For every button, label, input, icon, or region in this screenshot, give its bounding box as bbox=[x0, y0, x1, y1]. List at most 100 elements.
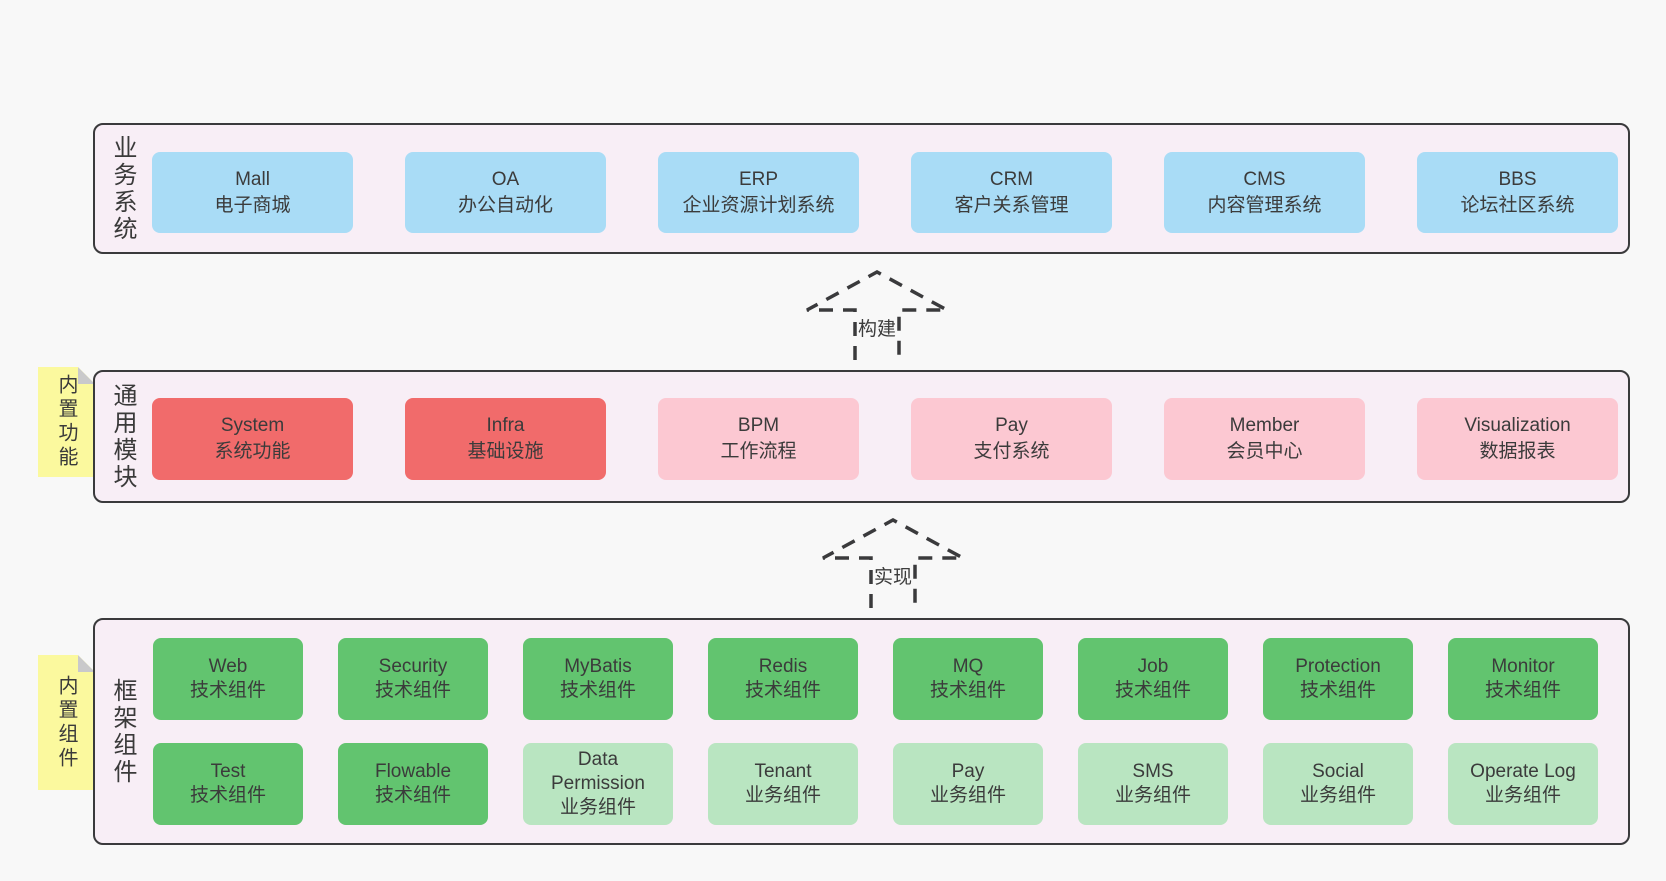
box-operate-log: Operate Log 业务组件 bbox=[1448, 743, 1598, 825]
box-title: CRM bbox=[989, 168, 1034, 190]
box-mq: MQ 技术组件 bbox=[893, 638, 1043, 720]
box-subtitle: 业务组件 bbox=[559, 797, 636, 818]
box-title: Protection bbox=[1295, 656, 1381, 677]
box-subtitle: 技术组件 bbox=[1299, 680, 1376, 701]
box-subtitle: 论坛社区系统 bbox=[1460, 194, 1575, 216]
box-subtitle: 技术组件 bbox=[374, 680, 451, 701]
box-subtitle: 电子商城 bbox=[214, 194, 291, 216]
section-common-modules: 通用模块 System 系统功能 Infra 基础设施 BPM 工作流程 Pay 支付系统 Me… bbox=[93, 370, 1630, 503]
box-title: Monitor bbox=[1491, 656, 1555, 677]
box-subtitle: 业务组件 bbox=[744, 785, 821, 806]
box-subtitle: 技术组件 bbox=[1114, 680, 1191, 701]
arrow-implement: 实现 bbox=[818, 512, 968, 612]
box-title: BBS bbox=[1498, 168, 1537, 190]
box-subtitle: 业务组件 bbox=[1299, 785, 1376, 806]
box-job: Job 技术组件 bbox=[1078, 638, 1228, 720]
box-redis: Redis 技术组件 bbox=[708, 638, 858, 720]
arrow-build: 构建 bbox=[802, 264, 952, 364]
box-subtitle: 系统功能 bbox=[214, 441, 291, 462]
box-subtitle: 企业资源计划系统 bbox=[682, 194, 835, 216]
box-title: System bbox=[220, 415, 285, 436]
box-title: Flowable bbox=[374, 761, 452, 782]
box-cms: CMS 内容管理系统 bbox=[1164, 152, 1365, 233]
box-member: Member 会员中心 bbox=[1164, 398, 1365, 480]
sticky-note-built-in-components: 内置组件 bbox=[38, 655, 95, 790]
box-monitor: Monitor 技术组件 bbox=[1448, 638, 1598, 720]
box-bbs: BBS 论坛社区系统 bbox=[1417, 152, 1618, 233]
box-title: Data Permission bbox=[551, 749, 645, 794]
sticky-note-label: 内置功能 bbox=[55, 374, 77, 470]
box-title: MyBatis bbox=[564, 656, 632, 677]
box-title: Social bbox=[1312, 761, 1364, 782]
box-security: Security 技术组件 bbox=[338, 638, 488, 720]
box-subtitle: 技术组件 bbox=[374, 785, 451, 806]
component-row: System 系统功能 Infra 基础设施 BPM 工作流程 Pay 支付系统 Member 会… bbox=[152, 398, 1618, 480]
box-oa: OA 办公自动化 bbox=[405, 152, 606, 233]
box-subtitle: 技术组件 bbox=[559, 680, 636, 701]
box-flowable: Flowable 技术组件 bbox=[338, 743, 488, 825]
box-sms: SMS 业务组件 bbox=[1078, 743, 1228, 825]
arrow-build-label: 构建 bbox=[857, 319, 896, 340]
box-title: CMS bbox=[1243, 168, 1286, 190]
box-subtitle: 技术组件 bbox=[189, 785, 266, 806]
box-visualization: Visualization 数据报表 bbox=[1417, 398, 1618, 480]
box-pay: Pay 支付系统 bbox=[911, 398, 1112, 480]
box-subtitle: 技术组件 bbox=[189, 680, 266, 701]
box-subtitle: 基础设施 bbox=[467, 441, 544, 462]
box-protection: Protection 技术组件 bbox=[1263, 638, 1413, 720]
arrow-implement-label: 实现 bbox=[873, 567, 912, 588]
box-title: SMS bbox=[1132, 761, 1174, 782]
box-bpm: BPM 工作流程 bbox=[658, 398, 859, 480]
box-subtitle: 内容管理系统 bbox=[1207, 194, 1322, 216]
box-title: Pay bbox=[995, 415, 1028, 436]
box-subtitle: 支付系统 bbox=[973, 441, 1050, 462]
box-title: Infra bbox=[486, 415, 525, 436]
box-title: MQ bbox=[952, 656, 984, 677]
box-mybatis: MyBatis 技术组件 bbox=[523, 638, 673, 720]
sticky-note-built-in-features: 内置功能 bbox=[38, 367, 95, 477]
box-title: Pay bbox=[951, 761, 985, 782]
box-subtitle: 客户关系管理 bbox=[954, 194, 1069, 216]
box-subtitle: 业务组件 bbox=[1114, 785, 1191, 806]
box-title: Security bbox=[378, 656, 448, 677]
box-erp: ERP 企业资源计划系统 bbox=[658, 152, 859, 233]
section-label-common-modules: 通用模块 bbox=[109, 382, 136, 491]
section-label-business-systems: 业务系统 bbox=[109, 134, 136, 243]
box-data-permission: Data Permission 业务组件 bbox=[523, 743, 673, 825]
box-subtitle: 数据报表 bbox=[1479, 441, 1556, 462]
box-title: ERP bbox=[738, 168, 779, 190]
box-title: Redis bbox=[758, 656, 808, 677]
box-title: Tenant bbox=[754, 761, 812, 782]
up-arrow-icon bbox=[806, 270, 948, 360]
box-system: System 系统功能 bbox=[152, 398, 353, 480]
box-infra: Infra 基础设施 bbox=[405, 398, 606, 480]
box-subtitle: 技术组件 bbox=[1484, 680, 1561, 701]
box-title: BPM bbox=[737, 415, 780, 436]
box-title: Visualization bbox=[1464, 415, 1571, 436]
box-title: OA bbox=[491, 168, 520, 190]
box-title: Test bbox=[210, 761, 246, 782]
box-title: Job bbox=[1137, 656, 1169, 677]
box-crm: CRM 客户关系管理 bbox=[911, 152, 1112, 233]
box-subtitle: 会员中心 bbox=[1226, 441, 1303, 462]
box-title: Web bbox=[208, 656, 248, 677]
box-subtitle: 业务组件 bbox=[1484, 785, 1561, 806]
box-title: Operate Log bbox=[1470, 761, 1576, 782]
box-title: Member bbox=[1229, 415, 1300, 436]
box-subtitle: 技术组件 bbox=[929, 680, 1006, 701]
box-test: Test 技术组件 bbox=[153, 743, 303, 825]
box-subtitle: 技术组件 bbox=[744, 680, 821, 701]
box-social: Social 业务组件 bbox=[1263, 743, 1413, 825]
box-subtitle: 办公自动化 bbox=[457, 194, 553, 216]
box-web: Web 技术组件 bbox=[153, 638, 303, 720]
box-subtitle: 工作流程 bbox=[720, 441, 797, 462]
up-arrow-icon bbox=[822, 518, 964, 608]
box-tenant: Tenant 业务组件 bbox=[708, 743, 858, 825]
